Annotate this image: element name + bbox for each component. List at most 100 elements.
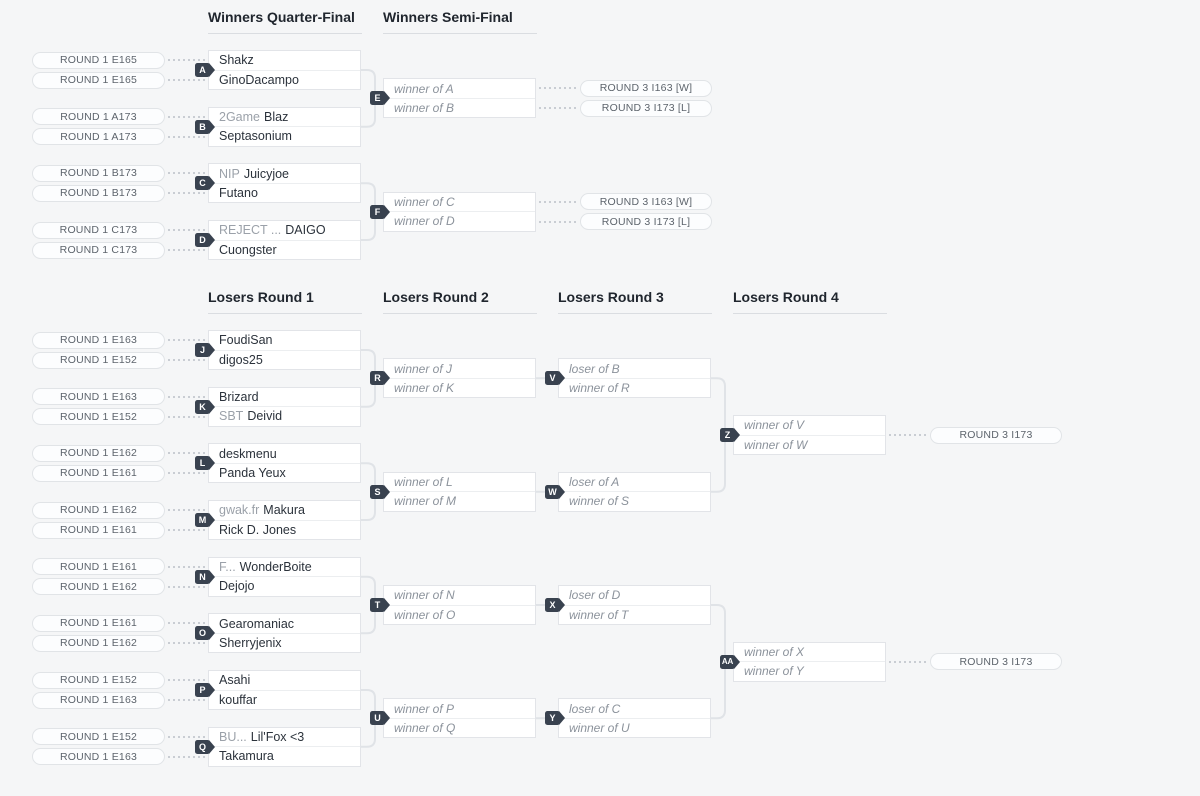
match-box[interactable]: winner of V winner of W (733, 415, 886, 455)
badge-tip (209, 399, 215, 414)
dotted-link (168, 359, 205, 361)
badge-tip (209, 739, 215, 754)
source-pill[interactable]: ROUND 1 E163 (32, 691, 165, 709)
source-pill[interactable]: ROUND 1 E163 (32, 331, 165, 349)
match-badge-label: S (370, 484, 385, 499)
source-pill[interactable]: ROUND 1 E161 (32, 614, 165, 632)
team-prefix: 2Game (219, 109, 260, 124)
dotted-link (168, 339, 205, 341)
team-name: Asahi (219, 673, 251, 688)
match-badge-label: AA (720, 654, 735, 669)
dest-pill[interactable]: ROUND 3 I173 (930, 426, 1062, 444)
match-badge-label: C (195, 176, 210, 191)
placeholder-text: winner of V (744, 418, 805, 433)
match-slot-placeholder: winner of T (559, 606, 710, 625)
match-slot-team: Brizard (209, 388, 360, 408)
source-pill[interactable]: ROUND 1 E162 (32, 578, 165, 596)
match-slot-team: Takamura (209, 747, 360, 766)
source-pill[interactable]: ROUND 1 C173 (32, 241, 165, 259)
dotted-link (889, 434, 927, 436)
dest-pill[interactable]: ROUND 3 I173 [L] (580, 99, 712, 117)
source-pill[interactable]: ROUND 1 E165 (32, 71, 165, 89)
source-pill[interactable]: ROUND 1 E152 (32, 351, 165, 369)
source-pill[interactable]: ROUND 1 E161 (32, 464, 165, 482)
team-name: Sherryjenix (219, 636, 282, 651)
source-pill[interactable]: ROUND 1 A173 (32, 108, 165, 126)
source-pill[interactable]: ROUND 1 E162 (32, 634, 165, 652)
badge-tip (384, 204, 390, 219)
match-badge: V (545, 371, 565, 386)
dotted-link (168, 79, 205, 81)
badge-tip (384, 598, 390, 612)
match-badge-label: T (370, 598, 385, 612)
dest-pill[interactable]: ROUND 3 I173 [L] (580, 213, 712, 231)
source-pill[interactable]: ROUND 1 E161 (32, 521, 165, 539)
match-slot-placeholder: winner of V (734, 416, 885, 436)
placeholder-text: winner of R (569, 381, 630, 396)
source-pill[interactable]: ROUND 1 E162 (32, 501, 165, 519)
source-pill[interactable]: ROUND 1 A173 (32, 128, 165, 146)
team-name: DAIGO (285, 223, 326, 238)
dotted-link (539, 200, 577, 203)
team-prefix: gwak.fr (219, 503, 260, 518)
match-badge-label: A (195, 63, 210, 77)
match-slot-placeholder: winner of K (384, 379, 535, 398)
match-badge: U (370, 711, 390, 726)
source-pill[interactable]: ROUND 1 C173 (32, 221, 165, 239)
source-pill[interactable]: ROUND 1 E152 (32, 671, 165, 689)
dest-pill[interactable]: ROUND 3 I173 (930, 653, 1062, 671)
badge-tip (209, 456, 215, 471)
source-pill[interactable]: ROUND 1 E163 (32, 748, 165, 766)
dotted-link (168, 622, 205, 625)
source-pill[interactable]: ROUND 1 E162 (32, 444, 165, 462)
source-pill[interactable]: ROUND 1 E163 (32, 388, 165, 406)
source-pill[interactable]: ROUND 1 B173 (32, 184, 165, 202)
match-badge: J (195, 343, 215, 357)
source-pill[interactable]: ROUND 1 B173 (32, 164, 165, 182)
match-badge-label: W (545, 484, 560, 499)
match-badge-label: K (195, 399, 210, 414)
badge-tip (384, 484, 390, 499)
match-slot-team: F...WonderBoite (209, 558, 360, 578)
source-pill[interactable]: ROUND 1 E152 (32, 728, 165, 746)
dest-pill[interactable]: ROUND 3 I163 [W] (580, 193, 712, 211)
dotted-link (168, 452, 205, 455)
source-pill[interactable]: ROUND 1 E165 (32, 51, 165, 69)
dotted-link (168, 59, 205, 61)
dotted-link (168, 249, 205, 251)
dest-pill[interactable]: ROUND 3 I163 [W] (580, 79, 712, 97)
match-slot-placeholder: winner of W (734, 436, 885, 455)
dotted-link (168, 565, 205, 568)
team-name: FoudiSan (219, 333, 273, 348)
source-pill[interactable]: ROUND 1 E152 (32, 408, 165, 426)
team-prefix: REJECT ... (219, 223, 282, 238)
match-slot-team: Rick D. Jones (209, 521, 360, 540)
source-pill[interactable]: ROUND 1 E161 (32, 558, 165, 576)
header-underline (558, 313, 712, 314)
match-slot-placeholder: winner of M (384, 492, 535, 511)
match-badge-label: X (545, 598, 560, 612)
